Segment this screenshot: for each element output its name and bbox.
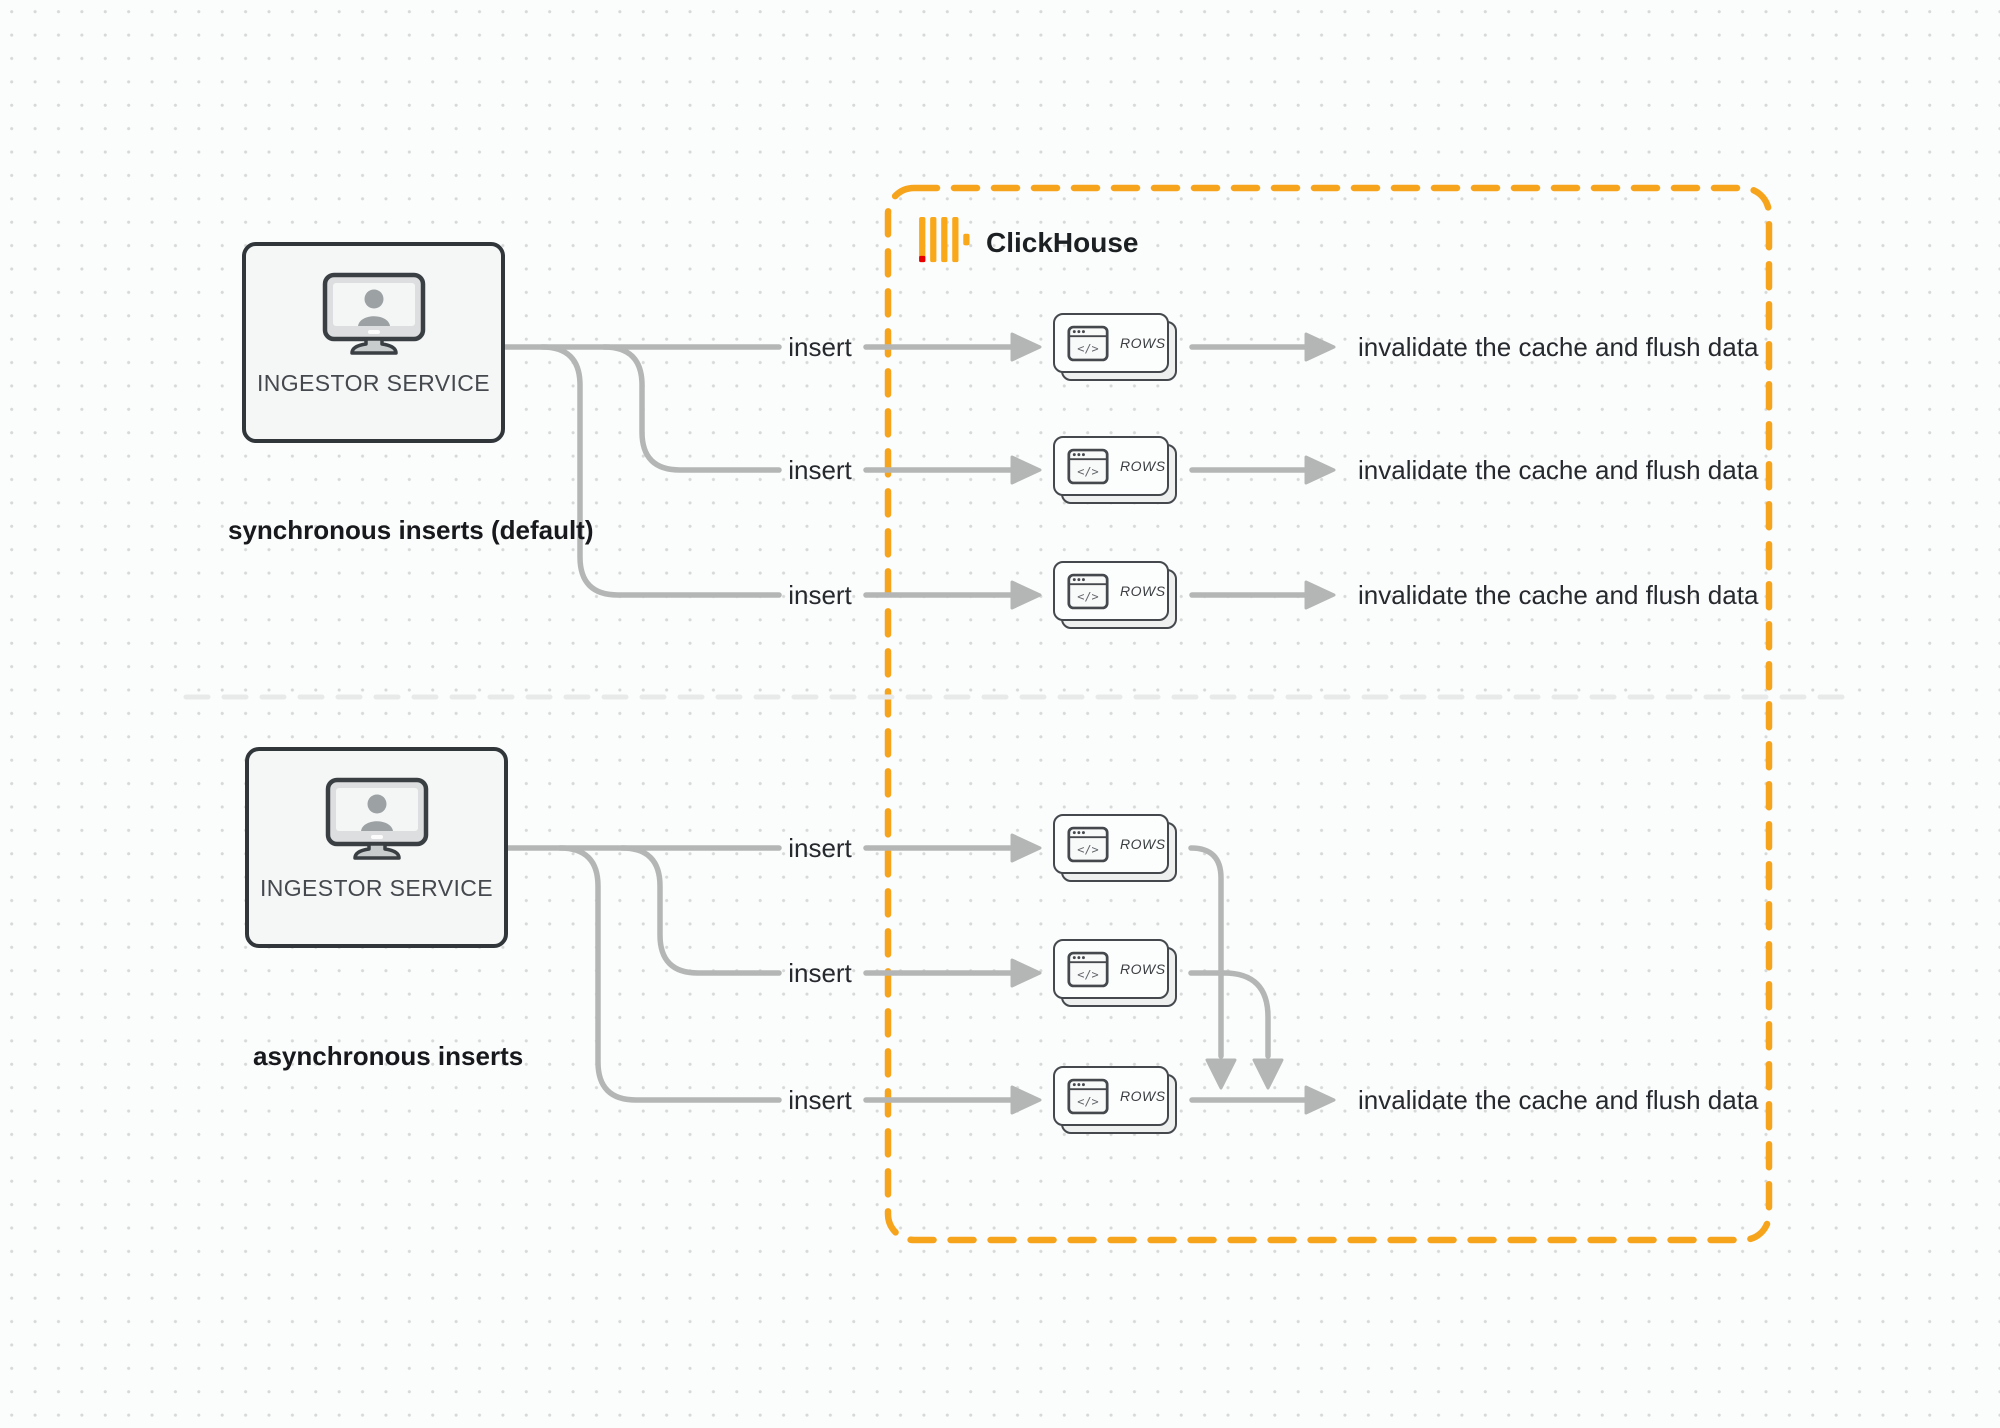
- card-front: </> ROWS: [1053, 436, 1169, 496]
- arrowhead-right-icon: [1010, 833, 1042, 863]
- arrowhead-right-icon: [1304, 1085, 1336, 1115]
- svg-text:</>: </>: [1077, 464, 1098, 478]
- arrowhead-right-icon: [1010, 580, 1042, 610]
- sync-section-title: synchronous inserts (default): [228, 515, 594, 545]
- card-front: </> ROWS: [1053, 939, 1169, 999]
- ingestor-service-node-async: INGESTOR SERVICE: [245, 747, 508, 948]
- arrowhead-right-icon: [1010, 1085, 1042, 1115]
- clickhouse-bars-logo-icon: [919, 217, 970, 263]
- card-front: </> ROWS: [1053, 1066, 1169, 1126]
- insert-label: insert: [788, 455, 852, 485]
- code-window-icon: </>: [1067, 325, 1109, 361]
- arrowhead-right-icon: [1304, 332, 1336, 362]
- clickhouse-boundary-box: [884, 184, 1773, 1244]
- rows-card: </> ROWS: [1053, 814, 1179, 884]
- async-card1-merge-line: [1188, 845, 1224, 1059]
- clickhouse-wordmark: ClickHouse: [986, 227, 1139, 258]
- monitor-user-icon: [322, 272, 425, 355]
- svg-text:</>: </>: [1077, 842, 1098, 856]
- arrowhead-right-icon: [1304, 455, 1336, 485]
- rows-card: </> ROWS: [1053, 436, 1179, 506]
- rows-card: </> ROWS: [1053, 939, 1179, 1009]
- sync-branch-row3: [539, 344, 782, 598]
- insert-label: insert: [788, 958, 852, 988]
- rows-label: ROWS: [1120, 335, 1166, 351]
- result-label: invalidate the cache and flush data: [1358, 455, 1759, 485]
- card-front: </> ROWS: [1053, 313, 1169, 373]
- rows-card: </> ROWS: [1053, 1066, 1179, 1136]
- insert-label: insert: [788, 332, 852, 362]
- arrowhead-right-icon: [1010, 455, 1042, 485]
- rows-label: ROWS: [1120, 836, 1166, 852]
- user-silhouette: [364, 289, 383, 309]
- code-window-icon: </>: [1067, 826, 1109, 862]
- svg-text:</>: </>: [1077, 967, 1098, 981]
- card-front: </> ROWS: [1053, 561, 1169, 621]
- code-window-icon: </>: [1067, 1078, 1109, 1114]
- rows-label: ROWS: [1120, 458, 1166, 474]
- ingestor-service-label: INGESTOR SERVICE: [259, 875, 494, 901]
- rows-card: </> ROWS: [1053, 313, 1179, 383]
- rows-label: ROWS: [1120, 961, 1166, 977]
- sync-branch-row2: [601, 344, 782, 473]
- arrowhead-right-icon: [1010, 332, 1042, 362]
- ingestor-service-node-sync: INGESTOR SERVICE: [242, 242, 505, 443]
- arrowhead-right-icon: [1304, 580, 1336, 610]
- async-branch-row2: [619, 845, 782, 976]
- monitor-user-icon: [325, 777, 428, 860]
- insert-label: insert: [788, 580, 852, 610]
- insert-label: insert: [788, 833, 852, 863]
- async-branch-row3: [557, 845, 782, 1103]
- result-label: invalidate the cache and flush data: [1358, 1085, 1759, 1115]
- rows-label: ROWS: [1120, 583, 1166, 599]
- code-window-icon: </>: [1067, 573, 1109, 609]
- insert-label: insert: [788, 1085, 852, 1115]
- svg-text:</>: </>: [1077, 589, 1098, 603]
- card-front: </> ROWS: [1053, 814, 1169, 874]
- svg-text:</>: </>: [1077, 341, 1098, 355]
- result-label: invalidate the cache and flush data: [1358, 580, 1759, 610]
- code-window-icon: </>: [1067, 448, 1109, 484]
- async-section-title: asynchronous inserts: [253, 1041, 524, 1071]
- result-label: invalidate the cache and flush data: [1358, 332, 1759, 362]
- rows-label: ROWS: [1120, 1088, 1166, 1104]
- rows-card: </> ROWS: [1053, 561, 1179, 631]
- arrowhead-down-icon: [1205, 1058, 1237, 1090]
- ingestor-service-label: INGESTOR SERVICE: [256, 370, 491, 396]
- async-card2-merge-line: [1188, 970, 1271, 1059]
- arrowhead-down-icon: [1252, 1058, 1284, 1090]
- user-silhouette: [367, 794, 386, 814]
- code-window-icon: </>: [1067, 951, 1109, 987]
- svg-text:</>: </>: [1077, 1094, 1098, 1108]
- arrowhead-right-icon: [1010, 958, 1042, 988]
